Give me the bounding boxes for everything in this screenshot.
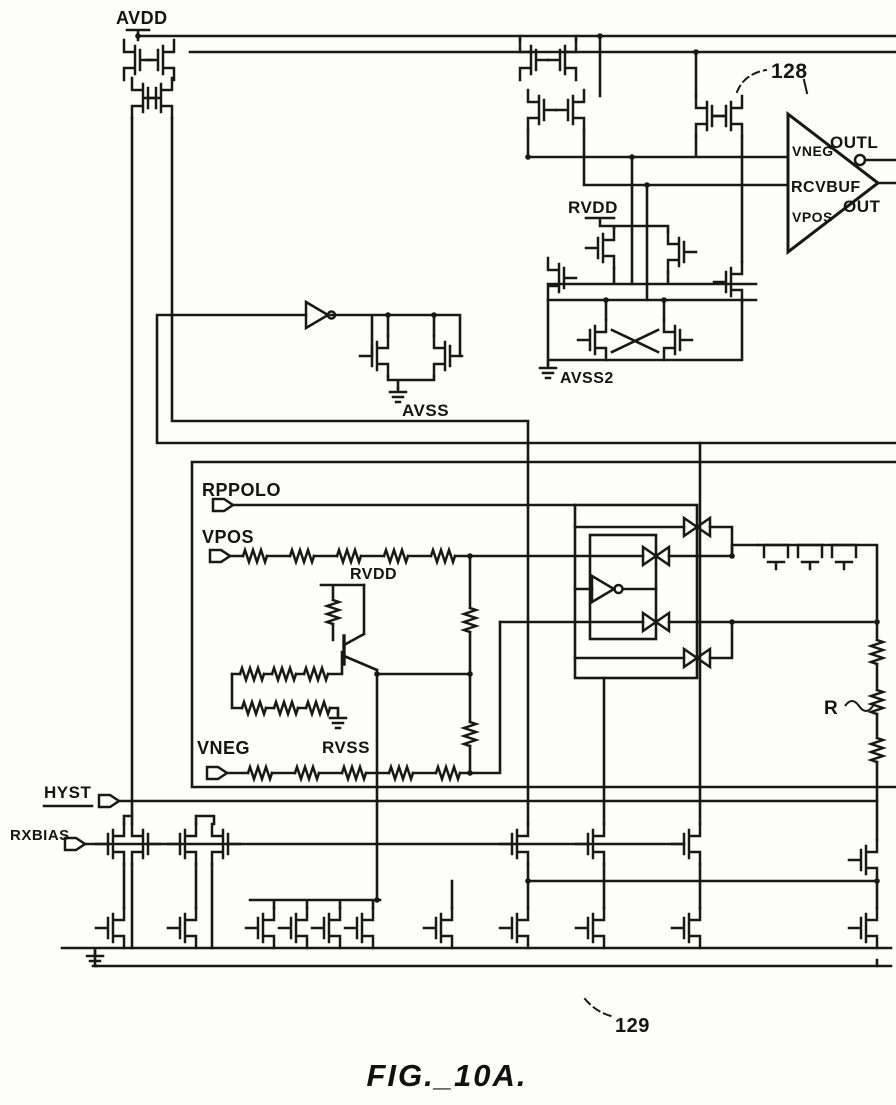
tilde-squiggle [844, 700, 874, 712]
rxbias-label: RXBIAS [10, 827, 70, 844]
outl-label: OUTL [830, 133, 878, 152]
resistor [869, 638, 885, 666]
ground-icon [388, 386, 408, 404]
resistor [869, 688, 885, 716]
mosfet [518, 38, 550, 82]
resistor [340, 765, 368, 781]
resistor [241, 548, 269, 564]
r-label: R [824, 698, 838, 719]
rvdd-bias-label: RVDD [350, 566, 397, 583]
inverter-icon [590, 573, 624, 605]
ref-129-leader [583, 997, 613, 1018]
resistor [270, 666, 298, 682]
bias-block-outline [12, 813, 863, 999]
input-terminal [97, 793, 121, 809]
ground-icon [328, 712, 348, 730]
mosfet [712, 94, 744, 138]
resistor [382, 548, 410, 564]
rcvbuf-buffer: VNEG RCVBUF VPOS OUTL OUT [786, 110, 881, 256]
labels: AVDD 128 RVDD AVSS2 AVSS RPPOLO VPOS RVD… [10, 8, 838, 1037]
rvdd-128-label: RVDD [568, 198, 618, 217]
pass-transistor-row [762, 543, 858, 571]
grounds [85, 362, 558, 968]
inverter-icon [304, 299, 337, 331]
mosfet [662, 318, 694, 362]
ref-128-leader [735, 68, 809, 95]
buffer-input-bottom-label: VPOS [792, 209, 833, 225]
resistor [246, 765, 274, 781]
mosfet [277, 906, 309, 950]
hyst-label: HYST [44, 783, 91, 802]
mosfet [498, 906, 530, 950]
mosfet [526, 88, 558, 132]
receiver-block-outline [512, 84, 773, 387]
inversion-bubble-icon [853, 153, 867, 167]
resistor [429, 548, 457, 564]
resistor [272, 700, 300, 716]
opamp-triangle [786, 110, 881, 256]
resistor [462, 606, 478, 634]
mosfet [94, 906, 126, 950]
rppolo-label: RPPOLO [202, 480, 281, 500]
mosfet [546, 256, 578, 300]
resistor [240, 700, 268, 716]
avss-label: AVSS [402, 401, 449, 420]
vneg-label: VNEG [197, 738, 250, 758]
mosfet [584, 226, 616, 270]
vpos-label: VPOS [202, 527, 254, 547]
mosfet [244, 906, 276, 950]
mosfet [310, 906, 342, 950]
resistor [302, 666, 330, 682]
avdd-label: AVDD [116, 8, 168, 28]
mosfet [762, 543, 790, 571]
mosfet [666, 230, 698, 274]
ref-128-label: 128 [771, 60, 808, 83]
resistor [869, 736, 885, 764]
buffer-name-label: RCVBUF [791, 179, 861, 196]
mosfet [830, 543, 858, 571]
out-label: OUT [843, 197, 881, 216]
mosfet [554, 88, 586, 132]
resistor [434, 765, 462, 781]
avss2-label: AVSS2 [560, 370, 614, 387]
resistor [387, 765, 415, 781]
mosfet [546, 38, 578, 82]
wires [42, 28, 896, 968]
resistor [335, 548, 363, 564]
mosfet [847, 838, 879, 882]
mosfet [576, 318, 608, 362]
mosfet [343, 906, 375, 950]
buffer-input-top-label: VNEG [792, 143, 834, 159]
mosfet [796, 543, 824, 571]
figure-caption: FIG._10A. [367, 1058, 528, 1093]
mosfet [422, 906, 454, 950]
mosfet [358, 334, 390, 378]
rvss-label: RVSS [322, 738, 370, 757]
input-terminal [205, 765, 229, 781]
junction-dots [135, 33, 880, 903]
mosfet [574, 906, 606, 950]
mosfet [670, 906, 702, 950]
resistor [288, 548, 316, 564]
resistor [293, 765, 321, 781]
ground-icon [538, 362, 558, 380]
mosfet [432, 334, 464, 378]
resistor [462, 720, 478, 748]
mosfet [144, 38, 176, 82]
mosfet [670, 822, 702, 866]
mosfet [847, 906, 879, 950]
ref-129-label: 129 [615, 1015, 650, 1037]
buffer-input-wires [630, 155, 649, 302]
resistor [325, 598, 341, 626]
input-terminal [211, 497, 235, 513]
mosfet [712, 260, 744, 304]
input-terminal [208, 548, 232, 564]
resistor [304, 700, 332, 716]
mosfet [166, 906, 198, 950]
resistor [238, 666, 266, 682]
